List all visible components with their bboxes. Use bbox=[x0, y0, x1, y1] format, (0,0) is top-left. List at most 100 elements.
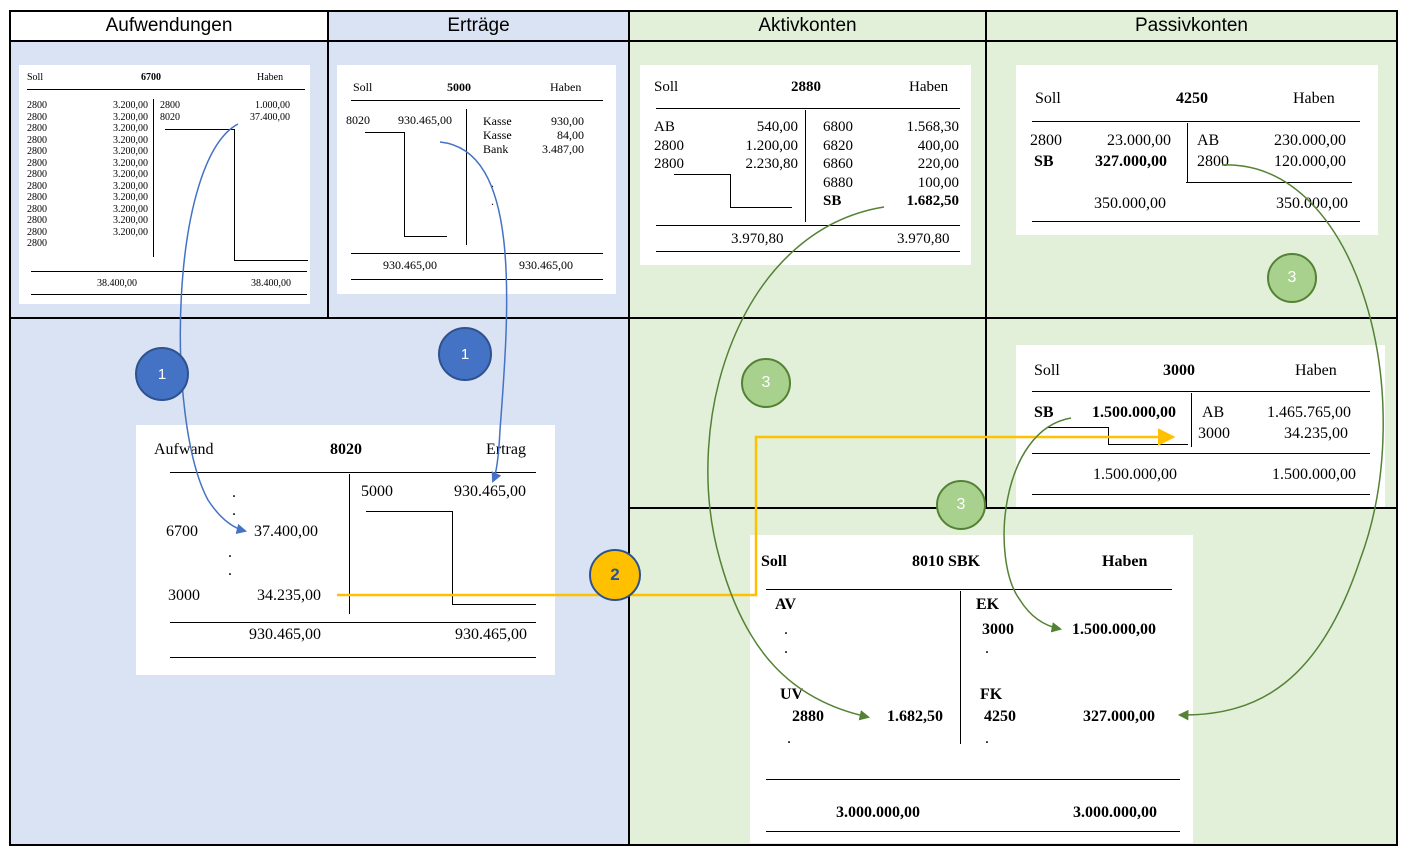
account-number: 2880 bbox=[791, 79, 821, 95]
soll-label: Soll bbox=[654, 79, 679, 95]
account-number: 8020 bbox=[330, 441, 362, 458]
dot: . bbox=[232, 502, 236, 519]
t-account-center-line bbox=[466, 109, 467, 245]
soll-label: Soll bbox=[1035, 90, 1061, 107]
arrow-2880-to-sbk bbox=[707, 206, 885, 721]
haben-label: Haben bbox=[1295, 362, 1337, 379]
right-label: SB bbox=[823, 193, 842, 209]
total-right: 930.465,00 bbox=[519, 258, 573, 272]
account-4250: Soll 4250 Haben 2800 SB 23.000,00 327.00… bbox=[1016, 65, 1378, 235]
uv-label: UV bbox=[780, 686, 804, 703]
total-left: 350.000,00 bbox=[1094, 195, 1166, 212]
double-line bbox=[351, 279, 603, 280]
left-value: 3.200,00 bbox=[113, 180, 148, 192]
arrow-4250-to-sbk bbox=[1177, 164, 1384, 721]
dot: . bbox=[787, 730, 791, 747]
right-value: 400,00 bbox=[917, 137, 959, 154]
right-value: 37.400,00 bbox=[250, 111, 290, 123]
closing-hook-v bbox=[404, 132, 405, 236]
left-label: 2800 bbox=[27, 146, 47, 157]
closing-hook-top bbox=[1048, 427, 1108, 428]
fk-label: FK bbox=[980, 686, 1003, 703]
haben-label: Haben bbox=[257, 72, 284, 83]
step-3-marker: 3 bbox=[936, 480, 986, 530]
left-value: 327.000,00 bbox=[1095, 153, 1167, 170]
left-label: 2800 bbox=[27, 134, 47, 146]
right-label: 8020 bbox=[160, 111, 180, 123]
left-label: AB bbox=[654, 119, 675, 135]
left-value: 930.465,00 bbox=[398, 113, 452, 127]
total-right: 1.500.000,00 bbox=[1272, 466, 1356, 483]
sum-line bbox=[170, 622, 536, 623]
left-value: 3.200,00 bbox=[113, 157, 148, 169]
haben-label: Haben bbox=[1102, 553, 1148, 570]
right-value: 930,00 bbox=[551, 114, 584, 128]
right-label: 6860 bbox=[823, 156, 853, 172]
dot: . bbox=[228, 544, 232, 561]
right-label: 6880 bbox=[823, 174, 853, 191]
double-line bbox=[656, 251, 960, 252]
step-3-marker: 3 bbox=[741, 358, 791, 408]
sum-line bbox=[766, 779, 1180, 780]
left-value: 3.200,00 bbox=[113, 134, 148, 146]
closing-hook-top bbox=[365, 132, 405, 133]
left-label: 2800 bbox=[27, 203, 47, 215]
closing-hook-v bbox=[1108, 427, 1109, 444]
left-value: 3.200,00 bbox=[113, 226, 148, 238]
account-number: 4250 bbox=[1176, 90, 1208, 107]
left-label: 2800 bbox=[27, 215, 47, 226]
right-value: 34.235,00 bbox=[1284, 425, 1348, 442]
left-label: 2800 bbox=[27, 111, 47, 123]
step-3-marker: 3 bbox=[1267, 253, 1317, 303]
left-label: 2800 bbox=[27, 226, 47, 238]
t-account-center-line bbox=[349, 474, 350, 614]
left-value: 3.200,00 bbox=[113, 111, 148, 123]
ek-account: 3000 bbox=[982, 621, 1014, 638]
sum-line bbox=[1186, 182, 1352, 183]
t-account-top-line bbox=[1032, 391, 1370, 392]
step-2-marker: 2 bbox=[589, 549, 641, 601]
dot: . bbox=[228, 562, 232, 579]
t-account-top-line bbox=[170, 472, 536, 473]
t-account-top-line bbox=[351, 100, 603, 101]
closing-hook-v bbox=[730, 174, 731, 207]
left-label: 2800 bbox=[27, 123, 47, 134]
right-label: Bank bbox=[483, 142, 509, 156]
total-left: 930.465,00 bbox=[249, 626, 321, 643]
header-aktivkonten: Aktivkonten bbox=[628, 10, 987, 40]
right-value: 1.568,30 bbox=[906, 119, 960, 135]
account-number: 3000 bbox=[1163, 362, 1195, 379]
double-line bbox=[170, 657, 536, 658]
arrow-8020-to-3000 bbox=[337, 428, 1176, 597]
left-label: 6700 bbox=[166, 523, 198, 540]
left-value: 3.200,00 bbox=[113, 215, 148, 226]
right-label: Kasse bbox=[483, 114, 512, 128]
account-number: 8010 SBK bbox=[912, 553, 981, 570]
t-account-center-line bbox=[960, 591, 961, 744]
right-label: Kasse bbox=[483, 128, 512, 142]
ek-value: 1.500.000,00 bbox=[1072, 621, 1156, 638]
aufwand-label: Aufwand bbox=[154, 441, 214, 458]
closing-hook-top bbox=[366, 511, 453, 512]
t-account-top-line bbox=[766, 589, 1172, 590]
left-value: 2.230,80 bbox=[745, 156, 799, 172]
dot: . bbox=[491, 194, 494, 208]
double-line bbox=[31, 294, 307, 295]
closing-hook-top bbox=[674, 174, 731, 175]
right-value: 120.000,00 bbox=[1274, 153, 1346, 170]
t-account-top-line bbox=[27, 89, 305, 90]
left-label: 2800 bbox=[27, 100, 47, 111]
left-label: 3000 bbox=[168, 587, 200, 604]
left-label: SB bbox=[1034, 404, 1054, 421]
fk-value: 327.000,00 bbox=[1083, 708, 1155, 725]
right-value: 3.487,00 bbox=[542, 142, 584, 156]
total-right: 38.400,00 bbox=[251, 278, 291, 289]
left-label: 2800 bbox=[27, 238, 47, 249]
total-right: 3.000.000,00 bbox=[1073, 804, 1157, 821]
account-8010-sbk: Soll 8010 SBK Haben AV . . UV 2880 1.682… bbox=[750, 535, 1193, 843]
